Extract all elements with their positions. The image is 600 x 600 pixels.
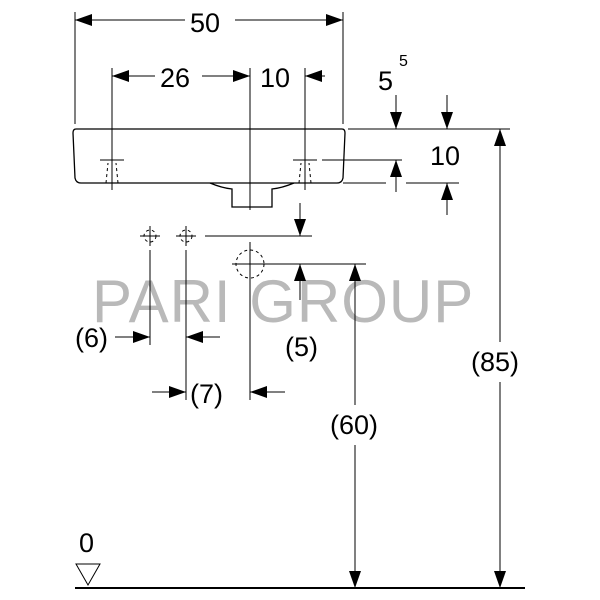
label-10-right: 10: [430, 141, 460, 171]
label-floor-level: 0: [79, 528, 94, 558]
basin-outline: [72, 128, 346, 208]
dimension-26-10: 26 10: [111, 63, 325, 210]
label-50: 50: [190, 8, 220, 38]
label-drain-offset: (5): [285, 332, 318, 362]
dimension-heights: (60) (85): [330, 129, 519, 588]
label-rim-height: (85): [471, 347, 519, 377]
label-drain-height: (60): [330, 410, 378, 440]
supply-point-left: [140, 226, 160, 246]
label-supply-left: (6): [75, 323, 108, 353]
label-26: 26: [160, 63, 190, 93]
label-supply-right: (7): [190, 379, 223, 409]
label-5: 5: [378, 66, 393, 96]
watermark: PARI GROUP: [92, 268, 474, 335]
supply-and-drain: (5) (6) (7): [75, 203, 366, 409]
supply-point-right: [176, 226, 196, 246]
tap-hole-right: [293, 150, 317, 184]
label-10-top: 10: [260, 63, 290, 93]
dimension-rim-basin: 5 5 10: [322, 53, 510, 215]
label-5-superscript: 5: [399, 53, 408, 70]
tap-hole-left: [100, 150, 124, 184]
dimension-50: 50: [74, 8, 344, 124]
floor-level: 0: [75, 528, 525, 589]
